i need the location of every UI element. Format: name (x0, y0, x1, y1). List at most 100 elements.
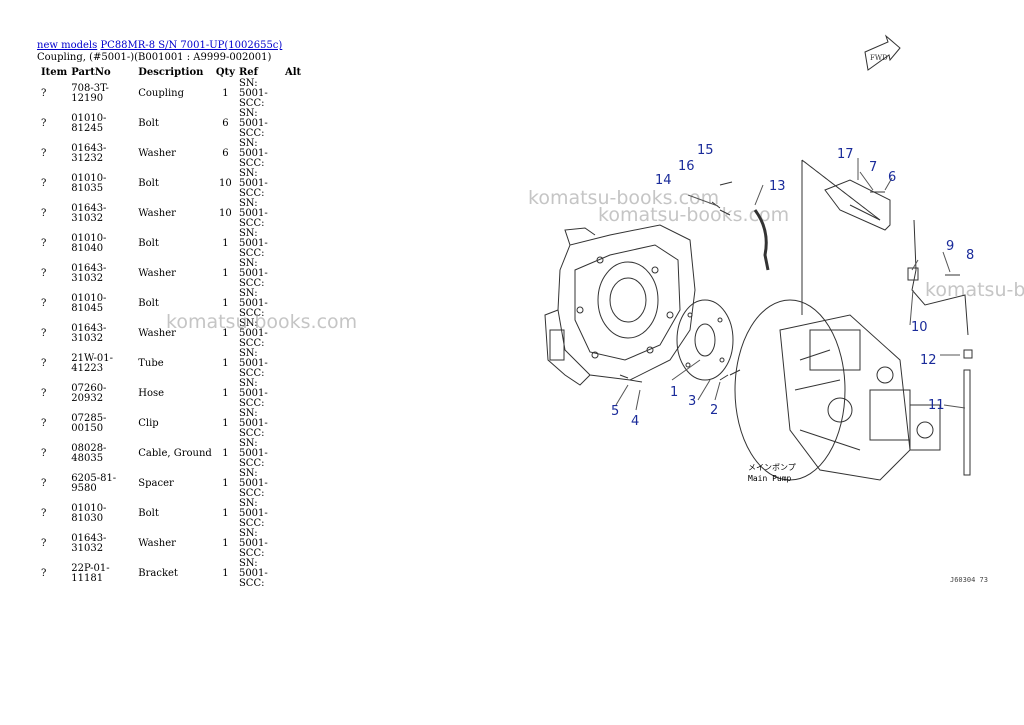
cell-item: ? (41, 388, 47, 399)
cell-qty: 1 (222, 568, 229, 579)
cell-item: ? (41, 508, 47, 519)
cell-qty: 6 (222, 148, 229, 159)
cell-item: ? (41, 478, 47, 489)
cell-alt (283, 199, 303, 229)
header-description: Description (138, 67, 204, 78)
cell-partno: 07285-00150 (71, 413, 107, 434)
cell-alt (283, 139, 303, 169)
cell-item: ? (41, 358, 47, 369)
parts-diagram: FWD (544, 34, 988, 584)
cell-partno: 6205-81-9580 (71, 473, 117, 494)
ref-scc: SCC: (238, 368, 265, 379)
cell-item: ? (41, 298, 47, 309)
ref-serial: SN: 5001- (238, 228, 268, 249)
cell-ref: SN: 5001-SCC: (237, 289, 283, 319)
cell-description: Bolt (138, 238, 159, 249)
callout-2: 2 (710, 403, 718, 418)
ref-scc: SCC: (238, 578, 265, 589)
fwd-label: FWD (870, 54, 888, 62)
cell-partno: 01643-31032 (71, 533, 107, 554)
cell-description: Clip (138, 418, 159, 429)
cell-partno: 01010-81040 (71, 233, 107, 254)
leader-line (615, 158, 966, 411)
callout-9: 9 (946, 239, 954, 254)
cell-alt (283, 559, 303, 589)
washer-bolt-4-5 (619, 374, 643, 383)
ref-scc: SCC: (238, 488, 265, 499)
cell-qty: 1 (222, 88, 229, 99)
cell-description: Washer (138, 268, 176, 279)
cell-qty: 1 (222, 238, 229, 249)
leader-line (801, 159, 881, 315)
ref-scc: SCC: (238, 98, 265, 109)
cell-alt (283, 499, 303, 529)
cell-qty: 1 (222, 298, 229, 309)
cell-ref: SN: 5001-SCC: (237, 169, 283, 199)
cell-qty: 10 (219, 208, 232, 219)
main-pump-label-en: Main Pump (748, 474, 792, 483)
cell-qty: 1 (222, 328, 229, 339)
spacer (963, 349, 973, 359)
ref-serial: SN: 5001- (238, 468, 268, 489)
cell-item: ? (41, 238, 47, 249)
cell-description: Hose (138, 388, 165, 399)
cell-alt (283, 289, 303, 319)
cell-partno: 01010-81045 (71, 293, 107, 314)
cell-description: Washer (138, 328, 176, 339)
ref-serial: SN: 5001- (238, 108, 268, 129)
cell-alt (283, 379, 303, 409)
breadcrumb-link-new-models[interactable]: new models (37, 40, 98, 51)
header-item: Item (41, 67, 68, 78)
ref-scc: SCC: (238, 218, 265, 229)
cell-alt (283, 319, 303, 349)
breadcrumb-link-model[interactable]: PC88MR-8 S/N 7001-UP(1002655c) (100, 40, 283, 51)
ref-serial: SN: 5001- (238, 348, 268, 369)
cell-alt (283, 529, 303, 559)
cell-qty: 1 (222, 538, 229, 549)
ref-scc: SCC: (238, 188, 265, 199)
cell-qty: 1 (222, 448, 229, 459)
coupling (676, 299, 734, 381)
cell-description: Bolt (138, 298, 159, 309)
callout-5: 5 (611, 404, 619, 419)
cell-qty: 1 (222, 508, 229, 519)
callout-4: 4 (631, 414, 639, 429)
ref-scc: SCC: (238, 158, 265, 169)
cell-item: ? (41, 148, 47, 159)
ref-serial: SN: 5001- (238, 168, 268, 189)
cell-partno: 22P-01-11181 (71, 563, 110, 584)
cell-ref: SN: 5001-SCC: (237, 79, 283, 109)
cell-qty: 1 (222, 388, 229, 399)
ref-scc: SCC: (238, 398, 265, 409)
header-ref: Ref (238, 67, 258, 78)
cell-ref: SN: 5001-SCC: (237, 559, 283, 589)
bolt-14 (711, 201, 731, 216)
ref-scc: SCC: (238, 308, 265, 319)
cell-ref: SN: 5001-SCC: (237, 379, 283, 409)
cell-partno: 01010-81030 (71, 503, 107, 524)
ref-scc: SCC: (238, 278, 265, 289)
cell-qty: 6 (222, 118, 229, 129)
page-subtitle: Coupling, (#5001-)(B001001 : A9999-00200… (37, 52, 272, 63)
cell-partno: 01010-81035 (71, 173, 107, 194)
cell-description: Coupling (138, 88, 185, 99)
flywheel-housing (544, 224, 696, 386)
cell-description: Washer (138, 538, 176, 549)
cell-description: Bolt (138, 508, 159, 519)
cell-alt (283, 169, 303, 199)
cell-alt (283, 229, 303, 259)
clip (907, 267, 919, 281)
ref-serial: SN: 5001- (238, 438, 268, 459)
cell-qty: 1 (222, 268, 229, 279)
ref-scc: SCC: (238, 458, 265, 469)
ref-scc: SCC: (238, 518, 265, 529)
callout-1: 1 (670, 385, 678, 400)
